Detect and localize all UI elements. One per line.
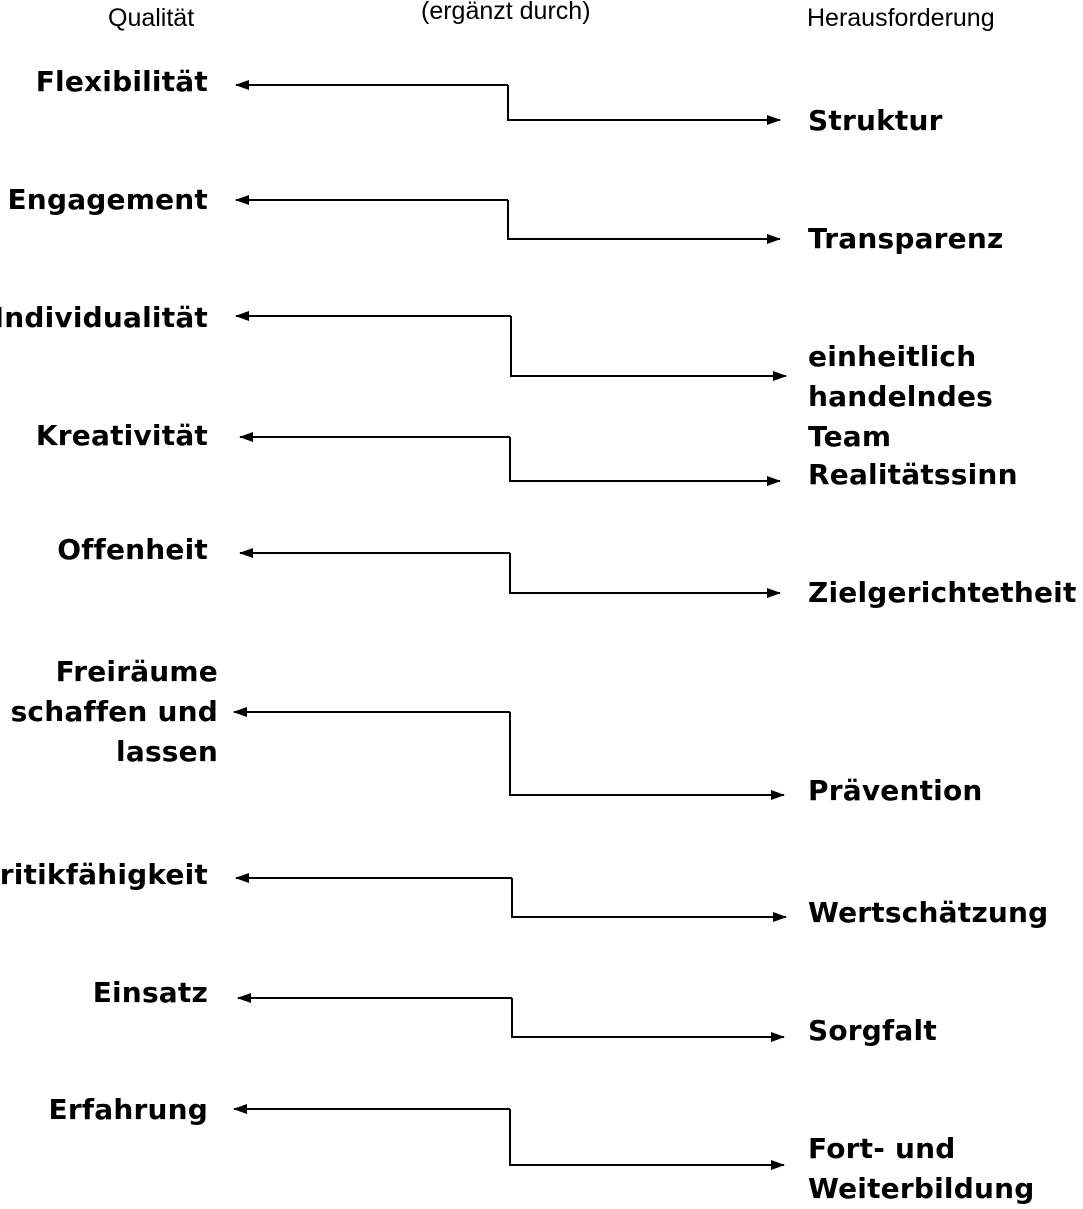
challenge-label-5: Zielgerichtetheit: [808, 576, 1077, 609]
quality-label-5: Offenheit: [57, 533, 208, 566]
challenge-label-9: Fort- und Weiterbildung: [808, 1132, 1035, 1205]
connector-1-to-challenge: [507, 85, 781, 125]
connector-2-to-challenge: [507, 200, 781, 244]
challenge-label-4: Realitätssinn: [808, 458, 1018, 491]
connector-9-to-challenge: [509, 1109, 785, 1170]
connector-6-to-challenge: [509, 712, 785, 800]
quality-label-4: Kreativität: [35, 419, 208, 452]
quality-label-2: Engagement: [7, 183, 208, 216]
complement-column-header: (ergänzt durch): [421, 0, 591, 25]
challenge-label-7: Wertschätzung: [808, 896, 1049, 929]
connector-8-to-challenge: [511, 998, 785, 1042]
challenge-label-1: Struktur: [808, 104, 943, 137]
challenge-label-6: Prävention: [808, 774, 983, 807]
challenge-label-8: Sorgfalt: [808, 1014, 937, 1047]
challenge-label-2: Transparenz: [808, 222, 1004, 255]
connector-4-to-challenge: [509, 437, 781, 486]
challenge-column-header: Herausforderung: [807, 4, 995, 32]
connector-3-to-challenge: [510, 316, 787, 381]
connector-5-to-challenge: [509, 553, 781, 598]
challenge-label-3: einheitlich handelndes Team: [808, 340, 994, 453]
quality-label-3: Individualität: [0, 301, 208, 334]
connector-7-to-challenge: [511, 878, 787, 922]
quality-label-8: Einsatz: [92, 976, 208, 1009]
quality-label-1: Flexibilität: [35, 65, 208, 98]
quality-column-header: Qualität: [108, 4, 195, 32]
quality-label-6: Freiräume schaffen und lassen: [10, 655, 218, 768]
quality-label-9: Erfahrung: [48, 1093, 208, 1126]
quality-label-7: Kritikfähigkeit: [0, 858, 208, 891]
